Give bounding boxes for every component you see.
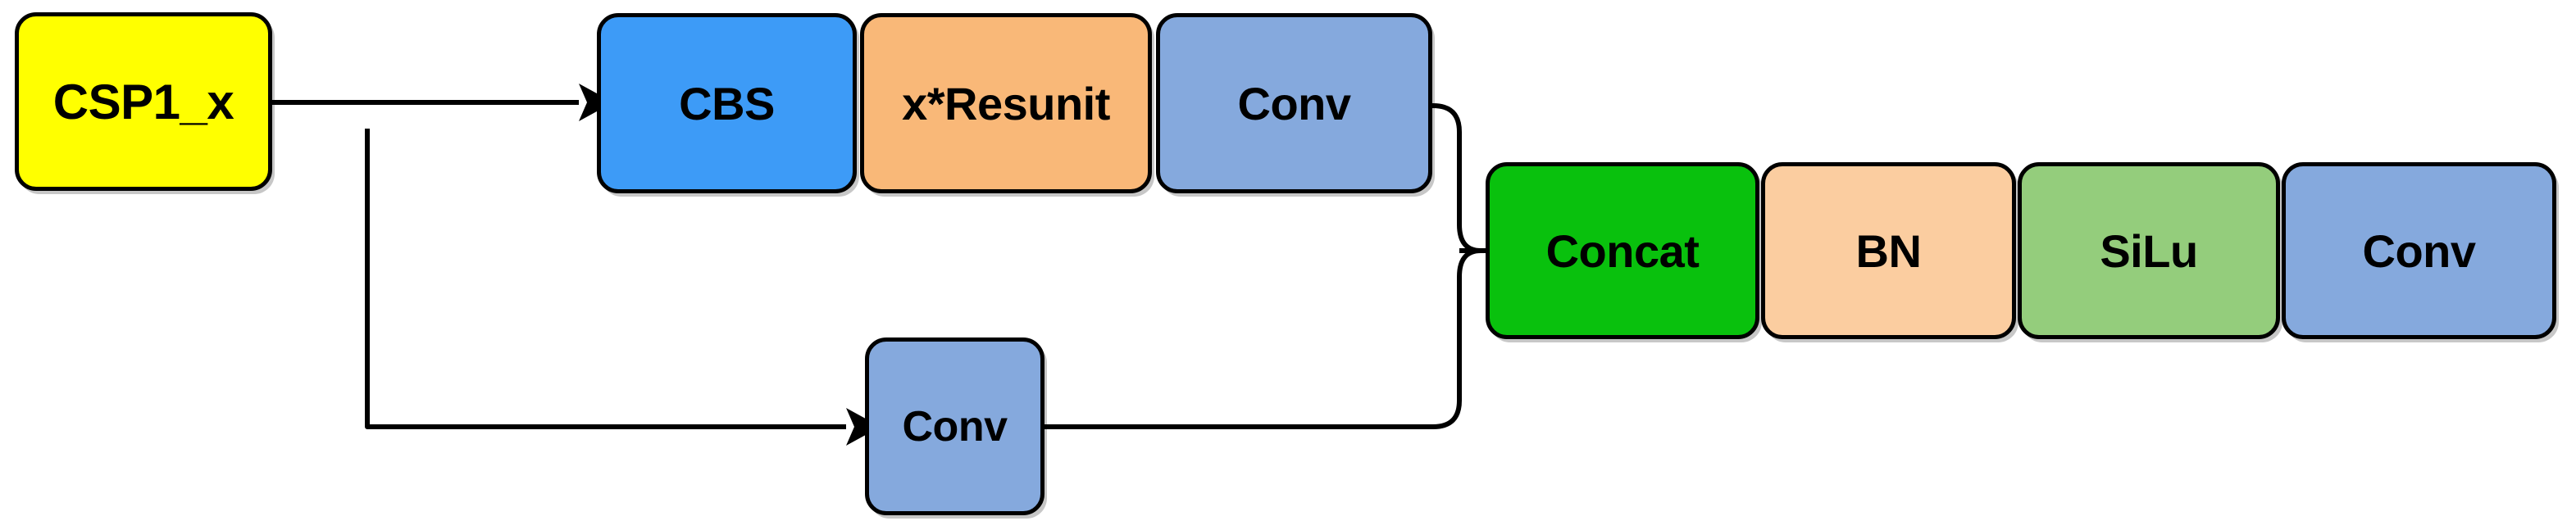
node-bn[interactable]: BN — [1761, 162, 2016, 339]
node-concat[interactable]: Concat — [1486, 162, 1759, 339]
node-conv-top-label: Conv — [1237, 77, 1352, 129]
node-concat-label: Concat — [1545, 224, 1700, 277]
node-x-resunit-label: x*Resunit — [902, 77, 1110, 129]
node-conv-out[interactable]: Conv — [2282, 162, 2556, 339]
node-x-resunit[interactable]: x*Resunit — [860, 13, 1152, 193]
node-conv-top[interactable]: Conv — [1156, 13, 1432, 193]
edge-input-to-cbs-arrowhead — [579, 84, 613, 121]
edge-conv-bottom-to-merge — [1045, 248, 1481, 429]
node-bn-label: BN — [1855, 224, 1922, 277]
edge-branch-arrowhead — [846, 408, 881, 446]
node-silu[interactable]: SiLu — [2018, 162, 2280, 339]
node-conv-bottom-label: Conv — [902, 402, 1008, 451]
node-conv-out-label: Conv — [2362, 224, 2477, 277]
node-cbs-label: CBS — [679, 77, 775, 129]
node-silu-label: SiLu — [2100, 224, 2198, 277]
edge-conv-top-to-merge — [1431, 103, 1481, 253]
node-conv-bottom[interactable]: Conv — [865, 337, 1045, 515]
node-csp1-x-label: CSP1_x — [52, 74, 234, 129]
node-csp1-x[interactable]: CSP1_x — [15, 12, 272, 191]
node-cbs[interactable]: CBS — [597, 13, 857, 193]
edge-input-branch-to-conv-bottom — [365, 129, 846, 429]
